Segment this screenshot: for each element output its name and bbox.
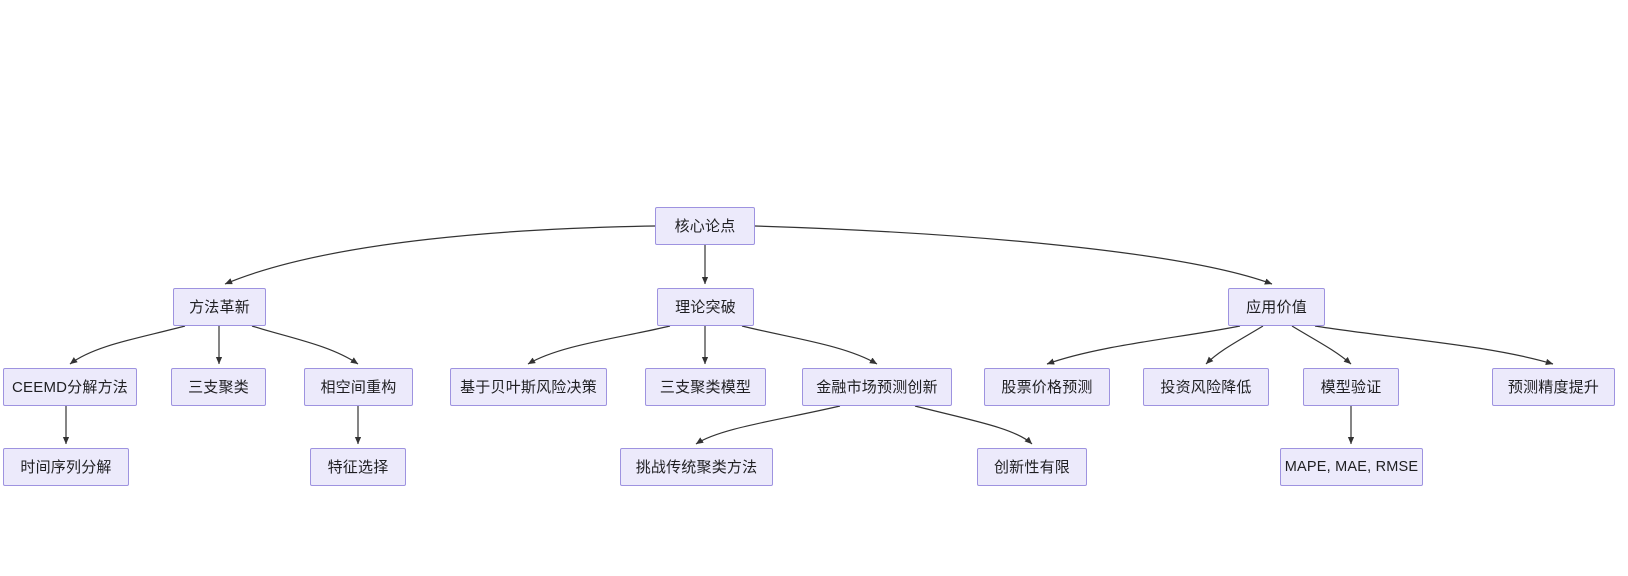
edge-l2b3-to-l3d bbox=[914, 405, 1033, 445]
mindmap-node-l1c[interactable]: 应用价值 bbox=[1228, 288, 1325, 326]
mindmap-node-l3d[interactable]: 创新性有限 bbox=[977, 448, 1087, 486]
mindmap-node-label: 时间序列分解 bbox=[20, 458, 112, 476]
mindmap-node-label: 三支聚类模型 bbox=[659, 378, 752, 396]
mindmap-node-l2c3[interactable]: 模型验证 bbox=[1303, 368, 1399, 406]
edge-l1c-to-l2c2 bbox=[1205, 325, 1264, 365]
edge-l2b3-to-l3c bbox=[695, 405, 841, 445]
edge-l1c-to-l2c1 bbox=[1046, 325, 1241, 365]
mindmap-node-root[interactable]: 核心论点 bbox=[655, 207, 755, 245]
edge-l1c-to-l2c3 bbox=[1291, 325, 1352, 365]
mindmap-node-label: 特征选择 bbox=[327, 458, 389, 476]
mindmap-node-l2a1[interactable]: CEEMD分解方法 bbox=[3, 368, 137, 406]
mindmap-node-l2c4[interactable]: 预测精度提升 bbox=[1492, 368, 1615, 406]
mindmap-node-label: 理论突破 bbox=[675, 298, 736, 316]
mindmap-node-l2c1[interactable]: 股票价格预测 bbox=[984, 368, 1110, 406]
mindmap-node-label: 金融市场预测创新 bbox=[816, 378, 938, 396]
mindmap-node-l1b[interactable]: 理论突破 bbox=[657, 288, 754, 326]
mindmap-node-label: 三支聚类 bbox=[188, 378, 249, 396]
edge-l1b-to-l2b3 bbox=[741, 325, 878, 365]
mindmap-node-label: 核心论点 bbox=[674, 217, 736, 235]
mindmap-node-label: 模型验证 bbox=[1320, 378, 1382, 396]
mindmap-node-label: CEEMD分解方法 bbox=[12, 378, 128, 396]
mindmap-node-l2b1[interactable]: 基于贝叶斯风险决策 bbox=[450, 368, 607, 406]
mindmap-node-l1a[interactable]: 方法革新 bbox=[173, 288, 266, 326]
mindmap-node-l2b3[interactable]: 金融市场预测创新 bbox=[802, 368, 952, 406]
edge-l1b-to-l2b1 bbox=[527, 325, 671, 365]
mindmap-node-l2c2[interactable]: 投资风险降低 bbox=[1143, 368, 1269, 406]
edge-l1a-to-l2a3 bbox=[251, 325, 359, 365]
mindmap-node-label: MAPE, MAE, RMSE bbox=[1284, 458, 1419, 475]
mindmap-node-l2b2[interactable]: 三支聚类模型 bbox=[645, 368, 766, 406]
mindmap-node-l3b[interactable]: 特征选择 bbox=[310, 448, 406, 486]
edge-l1c-to-l2c4 bbox=[1314, 325, 1554, 365]
edges-group bbox=[62, 225, 1554, 445]
mindmap-node-label: 投资风险降低 bbox=[1160, 378, 1252, 396]
edge-l1a-to-l2a1 bbox=[69, 325, 186, 365]
mindmap-node-label: 股票价格预测 bbox=[1001, 378, 1093, 396]
mindmap-node-l3a[interactable]: 时间序列分解 bbox=[3, 448, 129, 486]
mindmap-node-l3c[interactable]: 挑战传统聚类方法 bbox=[620, 448, 773, 486]
mindmap-node-label: 创新性有限 bbox=[993, 458, 1070, 476]
mindmap-node-label: 预测精度提升 bbox=[1507, 378, 1600, 396]
mindmap-node-l2a3[interactable]: 相空间重构 bbox=[304, 368, 413, 406]
mindmap-node-label: 挑战传统聚类方法 bbox=[635, 458, 758, 476]
mindmap-node-label: 应用价值 bbox=[1246, 298, 1307, 316]
mindmap-node-label: 相空间重构 bbox=[320, 378, 397, 396]
mindmap-node-label: 基于贝叶斯风险决策 bbox=[460, 378, 597, 396]
mindmap-node-l3e[interactable]: MAPE, MAE, RMSE bbox=[1280, 448, 1423, 486]
edge-root-to-l1a bbox=[224, 225, 656, 285]
mindmap-node-l2a2[interactable]: 三支聚类 bbox=[171, 368, 266, 406]
mindmap-node-label: 方法革新 bbox=[189, 298, 250, 316]
edge-root-to-l1c bbox=[754, 225, 1273, 285]
